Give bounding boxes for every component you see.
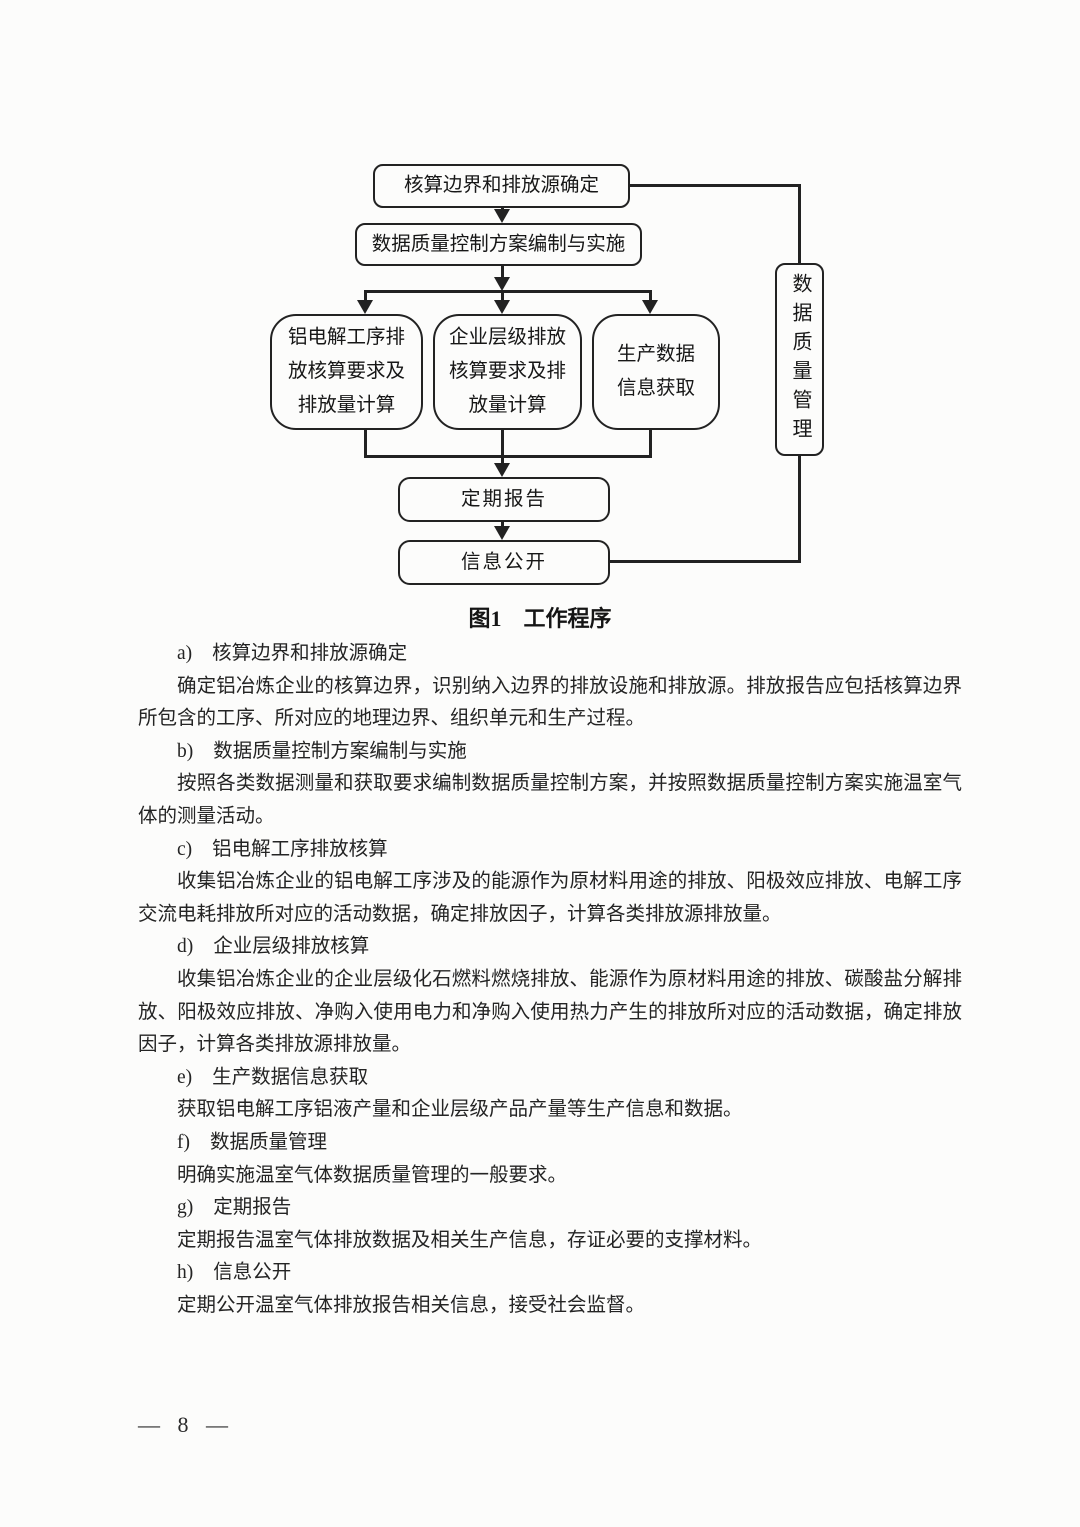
page-number: — 8 — xyxy=(138,1412,229,1437)
section-c: c) 铝电解工序排放核算 收集铝冶炼企业的铝电解工序涉及的能源作为原材料用途的排放… xyxy=(138,834,962,932)
arrow-down-icon xyxy=(494,526,510,540)
section-label: g) xyxy=(177,1197,194,1219)
section-paragraph: 按照各类数据测量和获取要求编制数据质量控制方案，并按照数据质量控制方案实施温室气… xyxy=(138,773,962,827)
section-title: 企业层级排放核算 xyxy=(213,936,370,958)
section-title: 数据质量控制方案编制与实施 xyxy=(213,740,467,762)
section-title: 铝电解工序排放核算 xyxy=(212,838,388,860)
section-g: g) 定期报告 定期报告温室气体排放数据及相关生产信息，存证必要的支撑材料。 xyxy=(138,1192,962,1257)
section-heading: h) 信息公开 xyxy=(138,1257,962,1290)
section-title: 数据质量管理 xyxy=(210,1131,328,1153)
connector-line xyxy=(648,430,652,457)
section-paragraph: 收集铝冶炼企业的企业层级化石燃料燃烧排放、能源作为原材料用途的排放、碳酸盐分解排… xyxy=(138,968,962,1056)
section-f: f) 数据质量管理 明确实施温室气体数据质量管理的一般要求。 xyxy=(138,1127,962,1192)
flow-node-production-data: 生产数据 信息获取 xyxy=(592,314,720,430)
connector-line xyxy=(500,291,504,303)
section-paragraph: 获取铝电解工序铝液产量和企业层级产品产量等生产信息和数据。 xyxy=(177,1099,743,1121)
connector-line xyxy=(363,289,652,293)
section-label: f) xyxy=(177,1131,190,1153)
connector-line xyxy=(797,183,801,264)
connector-line xyxy=(610,560,800,563)
connector-line xyxy=(500,265,504,279)
section-label: c) xyxy=(177,838,193,860)
section-paragraph: 确定铝冶炼企业的核算边界，识别纳入边界的排放设施和排放源。排放报告应包括核算边界… xyxy=(138,675,962,730)
connector-line xyxy=(363,454,652,458)
flow-node-periodic-report: 定期报告 xyxy=(398,477,610,522)
section-h: h) 信息公开 定期公开温室气体排放报告相关信息，接受社会监督。 xyxy=(138,1257,962,1322)
section-b: b) 数据质量控制方案编制与实施 按照各类数据测量和获取要求编制数据质量控制方案，… xyxy=(138,736,962,834)
arrow-down-icon xyxy=(494,277,510,291)
section-heading: b) 数据质量控制方案编制与实施 xyxy=(138,736,962,769)
section-heading: a) 核算边界和排放源确定 xyxy=(138,638,962,671)
connector-line xyxy=(363,430,367,457)
section-d: d) 企业层级排放核算 收集铝冶炼企业的企业层级化石燃料燃烧排放、能源作为原材料用… xyxy=(138,931,962,1061)
arrow-down-icon xyxy=(642,300,658,314)
section-e: e) 生产数据信息获取 获取铝电解工序铝液产量和企业层级产品产量等生产信息和数据。 xyxy=(138,1062,962,1127)
flow-node-quality-plan: 数据质量控制方案编制与实施 xyxy=(355,223,642,266)
section-heading: g) 定期报告 xyxy=(138,1192,962,1225)
connector-line xyxy=(500,430,504,465)
arrow-down-icon xyxy=(494,463,510,477)
section-title: 信息公开 xyxy=(213,1262,292,1284)
flow-node-disclosure: 信息公开 xyxy=(398,540,610,585)
section-heading: f) 数据质量管理 xyxy=(138,1127,962,1160)
section-paragraph: 定期报告温室气体排放数据及相关生产信息，存证必要的支撑材料。 xyxy=(177,1229,763,1251)
section-title: 定期报告 xyxy=(213,1197,292,1219)
flow-node-electrolysis-accounting: 铝电解工序排 放核算要求及 排放量计算 xyxy=(270,314,423,430)
flow-node-quality-management: 数据质量管理 xyxy=(775,263,824,456)
body-text: a) 核算边界和排放源确定 确定铝冶炼企业的核算边界，识别纳入边界的排放设施和排放… xyxy=(138,638,962,1322)
section-paragraph: 明确实施温室气体数据质量管理的一般要求。 xyxy=(177,1164,568,1186)
arrow-down-icon xyxy=(357,300,373,314)
connector-line xyxy=(648,291,652,303)
section-label: h) xyxy=(177,1262,194,1284)
figure-caption: 图1 工作程序 xyxy=(0,601,1080,633)
section-paragraph: 收集铝冶炼企业的铝电解工序涉及的能源作为原材料用途的排放、阳极效应排放、电解工序… xyxy=(138,871,962,925)
section-title: 生产数据信息获取 xyxy=(212,1066,369,1088)
flow-node-enterprise-accounting: 企业层级排放 核算要求及排 放量计算 xyxy=(433,314,582,430)
connector-line xyxy=(500,522,504,528)
arrow-down-icon xyxy=(494,300,510,314)
flow-node-accounting-boundary: 核算边界和排放源确定 xyxy=(373,164,630,208)
connector-line xyxy=(363,291,367,303)
connector-line xyxy=(797,456,801,563)
section-label: d) xyxy=(177,936,194,958)
section-heading: c) 铝电解工序排放核算 xyxy=(138,834,962,867)
section-heading: d) 企业层级排放核算 xyxy=(138,931,962,964)
flowchart-work-procedure: 核算边界和排放源确定 数据质量控制方案编制与实施 铝电解工序排 放核算要求及 排… xyxy=(0,0,1080,660)
section-paragraph: 定期公开温室气体排放报告相关信息，接受社会监督。 xyxy=(177,1294,646,1316)
section-heading: e) 生产数据信息获取 xyxy=(138,1062,962,1095)
section-a: a) 核算边界和排放源确定 确定铝冶炼企业的核算边界，识别纳入边界的排放设施和排放… xyxy=(138,638,962,736)
figure-caption-title: 工作程序 xyxy=(523,606,612,631)
section-label: a) xyxy=(177,643,193,664)
figure-caption-label: 图1 xyxy=(468,606,502,631)
arrow-down-icon xyxy=(494,209,510,223)
section-label: b) xyxy=(177,740,194,762)
section-title: 核算边界和排放源确定 xyxy=(212,643,408,664)
section-label: e) xyxy=(177,1066,193,1088)
connector-line xyxy=(630,183,800,187)
